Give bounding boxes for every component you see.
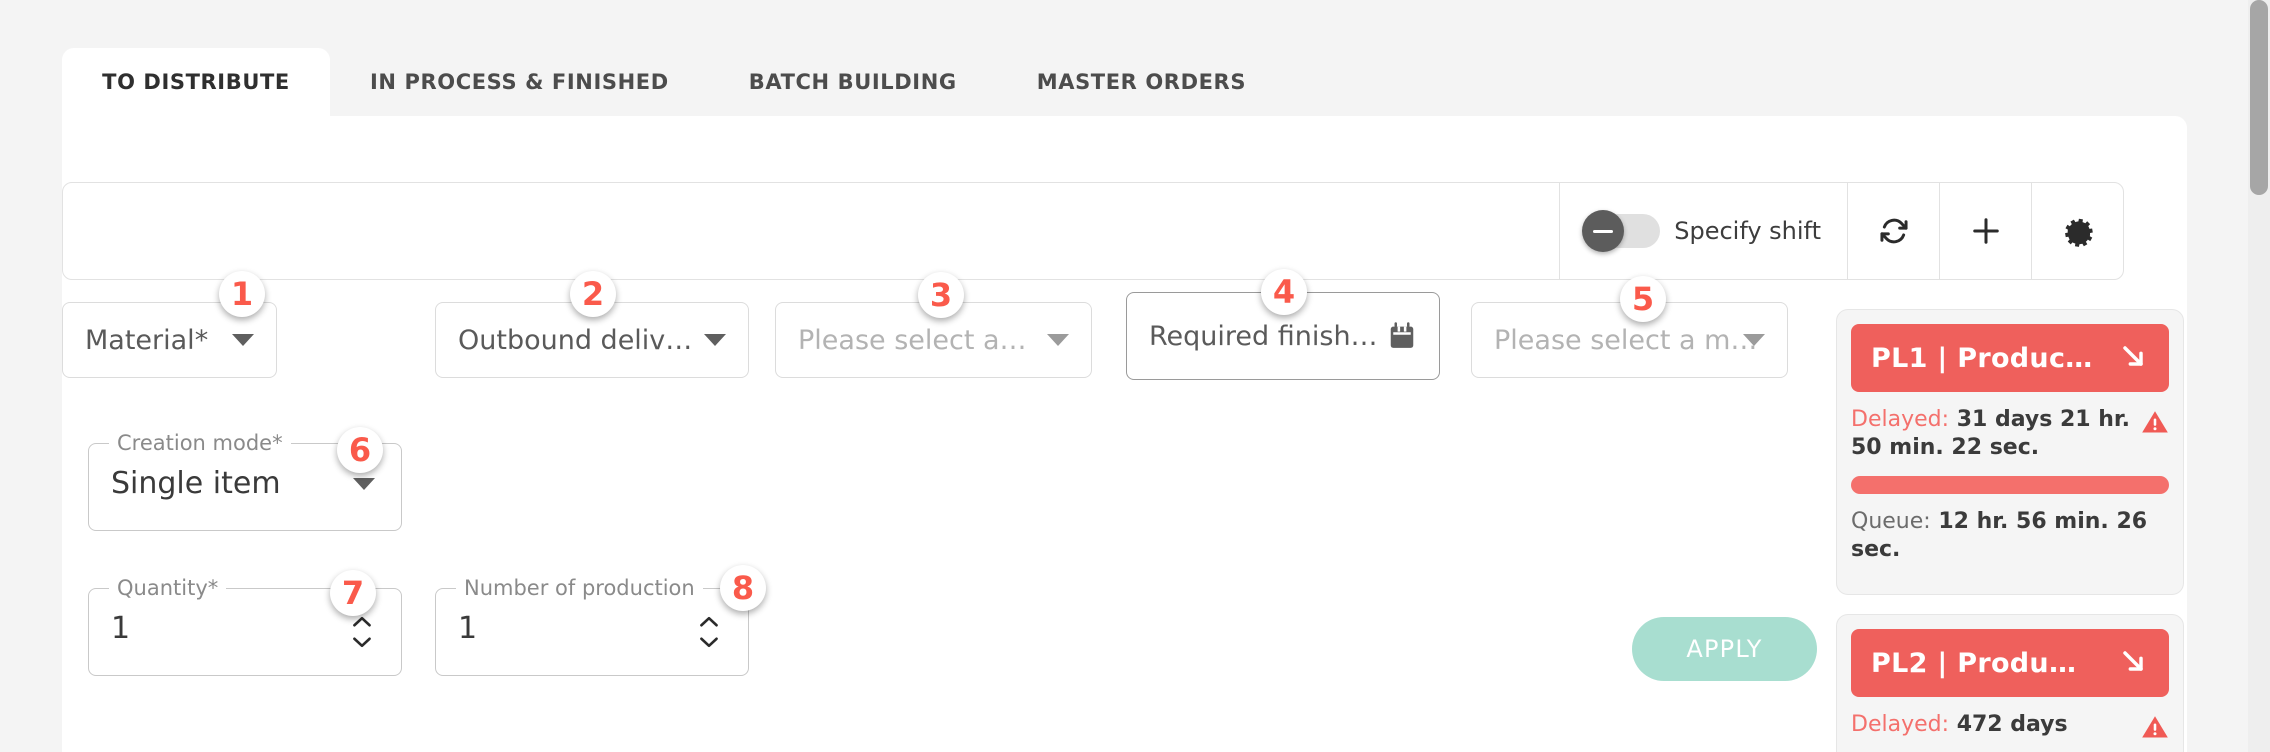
refresh-button[interactable]: [1847, 183, 1939, 279]
apply-button[interactable]: APPLY: [1632, 617, 1817, 681]
chevron-down-icon: [1047, 334, 1069, 346]
number-of-productions-label: Number of production: [456, 576, 703, 600]
specify-shift-toggle[interactable]: [1582, 210, 1661, 252]
queue-value: 12 hr. 56 min. 26 sec.: [1851, 509, 2148, 563]
number-of-productions-value: 1: [458, 611, 478, 646]
tab-label: IN PROCESS & FINISHED: [370, 70, 669, 94]
machine-delay-row: Delayed: 472 days: [1851, 711, 2169, 745]
number-of-productions-stepper[interactable]: Number of production 1: [435, 576, 749, 676]
tab-to-distribute[interactable]: TO DISTRIBUTE: [62, 48, 330, 116]
warning-triangle-icon: [2141, 713, 2169, 745]
tab-label: MASTER ORDERS: [1036, 70, 1247, 94]
delayed-value: 31 days 21 hr. 50 min. 22 sec.: [1851, 407, 2130, 461]
machine-delay-text: Delayed: 472 days: [1851, 711, 2131, 739]
toolbar-empty-space: [63, 183, 1559, 279]
tab-master-orders[interactable]: MASTER ORDERS: [997, 48, 1286, 116]
machine-select-placeholder: Please select a m…: [1494, 324, 1758, 356]
calendar-icon[interactable]: [1387, 321, 1417, 351]
annotation-badge-7: 7: [330, 570, 376, 616]
specify-shift-label: Specify shift: [1674, 217, 1821, 245]
annotation-number: 2: [581, 275, 605, 313]
apply-button-label: APPLY: [1686, 635, 1763, 663]
gear-icon: [2062, 215, 2094, 247]
add-button[interactable]: [1939, 183, 2031, 279]
chevron-down-icon: [232, 334, 254, 346]
delayed-value: 472 days: [1956, 712, 2068, 737]
chevron-down-icon: [1743, 334, 1765, 346]
refresh-icon: [1877, 214, 1911, 248]
annotation-number: 5: [1631, 280, 1655, 318]
annotation-badge-4: 4: [1261, 269, 1307, 315]
quantity-spinner-icon[interactable]: [349, 613, 375, 651]
delayed-label: Delayed:: [1851, 407, 1950, 432]
area-select-placeholder: Please select a…: [798, 324, 1027, 356]
machine-card-pl2: PL2 | Produ… Delayed: 472 days: [1836, 614, 2184, 752]
vertical-scrollbar[interactable]: [2248, 0, 2270, 752]
creation-mode-value: Single item: [111, 466, 281, 501]
tab-batch-building[interactable]: BATCH BUILDING: [709, 48, 997, 116]
machine-card-header[interactable]: PL2 | Produ…: [1851, 629, 2169, 697]
tab-in-process-and-finished[interactable]: IN PROCESS & FINISHED: [330, 48, 709, 116]
required-finish-date-input[interactable]: Required finish…: [1126, 292, 1440, 380]
annotation-number: 7: [341, 574, 365, 612]
tab-bar: TO DISTRIBUTE IN PROCESS & FINISHED BATC…: [62, 48, 2187, 116]
machine-card-title: PL1 | Produc…: [1871, 342, 2093, 374]
annotation-number: 4: [1272, 273, 1296, 311]
tab-label: BATCH BUILDING: [748, 70, 957, 94]
queue-label: Queue:: [1851, 509, 1931, 535]
number-of-productions-spinner-icon[interactable]: [696, 613, 722, 651]
annotation-badge-3: 3: [918, 272, 964, 318]
quantity-value: 1: [111, 611, 131, 646]
machine-delay-row: Delayed: 31 days 21 hr. 50 min. 22 sec.: [1851, 406, 2169, 462]
warning-triangle-icon: [2141, 408, 2169, 440]
annotation-badge-5: 5: [1620, 276, 1666, 322]
delayed-label: Delayed:: [1851, 712, 1950, 737]
annotation-number: 3: [929, 276, 953, 314]
annotation-badge-8: 8: [720, 565, 766, 611]
arrow-down-right-icon: [2117, 645, 2149, 681]
outbound-delivery-select-value: Outbound deliv…: [458, 324, 693, 356]
machine-queue-text: Queue: 12 hr. 56 min. 26 sec.: [1851, 508, 2169, 564]
specify-shift-group[interactable]: Specify shift: [1559, 183, 1847, 279]
annotation-number: 6: [348, 431, 372, 469]
chevron-down-icon: [353, 478, 375, 490]
machine-card-header[interactable]: PL1 | Produc…: [1851, 324, 2169, 392]
toggle-knob-minus-icon: [1582, 210, 1625, 252]
annotation-badge-2: 2: [570, 271, 616, 317]
machine-delay-progress-bar: [1851, 476, 2169, 495]
machine-card-title: PL2 | Produ…: [1871, 647, 2077, 679]
required-finish-date-value: Required finish…: [1149, 320, 1378, 352]
creation-mode-label: Creation mode*: [109, 431, 291, 455]
annotation-badge-6: 6: [337, 427, 383, 473]
plus-icon: [1968, 213, 2004, 249]
settings-button[interactable]: [2031, 183, 2123, 279]
arrow-down-right-icon: [2117, 340, 2149, 376]
scrollbar-thumb[interactable]: [2250, 0, 2268, 195]
machine-delay-text: Delayed: 31 days 21 hr. 50 min. 22 sec.: [1851, 406, 2131, 462]
filter-toolbar: Specify shift: [62, 182, 2124, 280]
chevron-down-icon: [704, 334, 726, 346]
annotation-number: 1: [230, 275, 254, 313]
material-select-value: Material*: [85, 324, 209, 356]
annotation-badge-1: 1: [219, 271, 265, 317]
tab-label: TO DISTRIBUTE: [102, 70, 290, 94]
quantity-label: Quantity*: [109, 576, 227, 600]
annotation-number: 8: [731, 569, 755, 607]
machine-card-pl1: PL1 | Produc… Delayed: 31 days 21 hr. 50…: [1836, 309, 2184, 595]
